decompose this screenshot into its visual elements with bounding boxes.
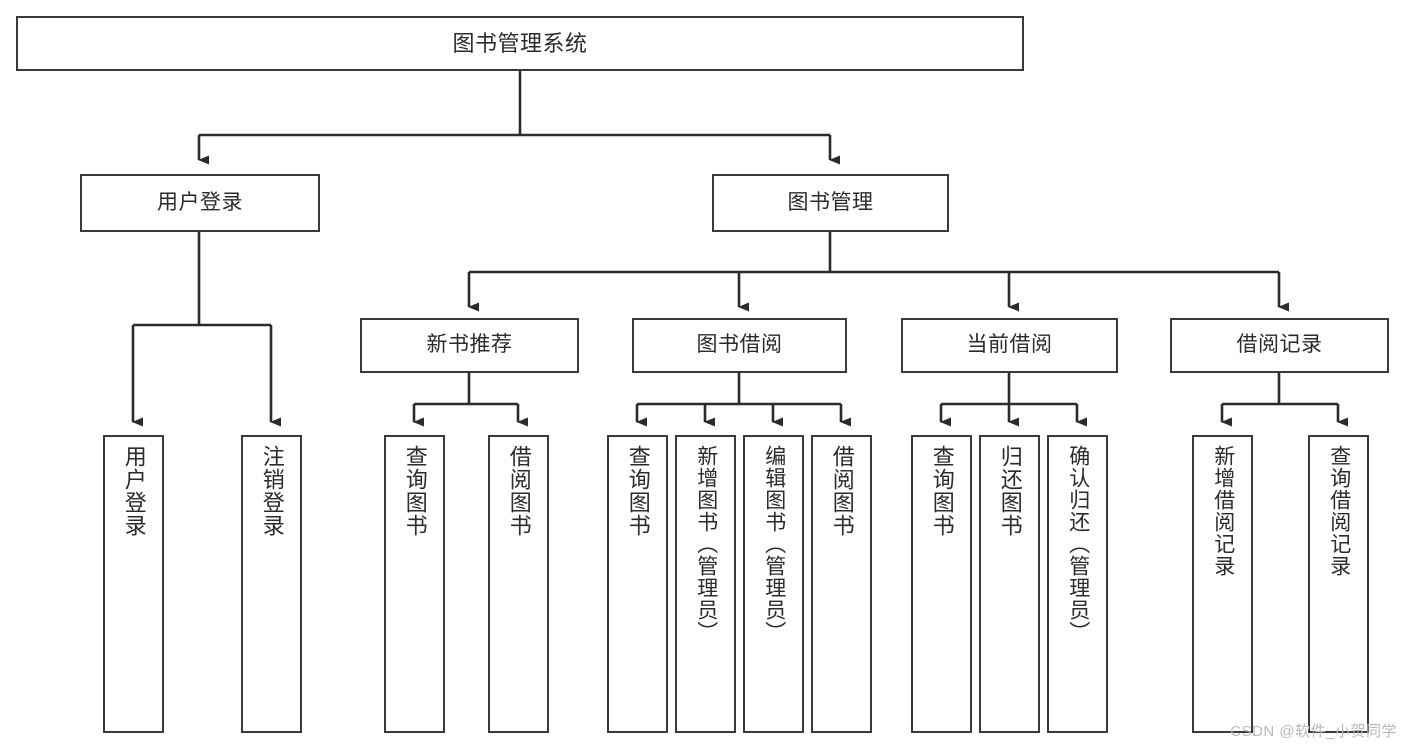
node-label: 图书借阅	[696, 333, 783, 357]
leaf-user-login-logout[interactable]: 注销登录	[241, 435, 302, 733]
node-borrow-record[interactable]: 借阅记录	[1170, 318, 1389, 373]
node-label: 图书管理系统	[452, 30, 588, 56]
node-label: 新增图书（管理员）	[694, 445, 718, 643]
node-book-borrow[interactable]: 图书借阅	[632, 318, 847, 373]
node-label: 确认归还（管理员）	[1066, 445, 1090, 643]
node-root-library-system[interactable]: 图书管理系统	[16, 16, 1024, 71]
node-user-login[interactable]: 用户登录	[80, 174, 320, 232]
node-label: 编辑图书（管理员）	[762, 445, 786, 643]
leaf-borrow-record-query-record[interactable]: 查询借阅记录	[1308, 435, 1369, 733]
leaf-book-borrow-edit-book-admin[interactable]: 编辑图书（管理员）	[743, 435, 804, 733]
leaf-borrow-record-add-record[interactable]: 新增借阅记录	[1192, 435, 1253, 733]
node-current-borrow[interactable]: 当前借阅	[901, 318, 1118, 373]
node-label: 查询图书	[929, 445, 955, 537]
node-label: 借阅记录	[1236, 333, 1323, 357]
leaf-book-borrow-borrow-book[interactable]: 借阅图书	[811, 435, 872, 733]
leaf-current-borrow-query-book[interactable]: 查询图书	[911, 435, 972, 733]
node-label: 图书管理	[787, 190, 874, 214]
node-label: 查询图书	[402, 445, 428, 537]
leaf-new-book-query-book[interactable]: 查询图书	[384, 435, 445, 733]
watermark-text: CSDN @软件_小贺同学	[1230, 723, 1397, 740]
node-label: 借阅图书	[829, 445, 855, 537]
node-label: 归还图书	[997, 445, 1023, 537]
leaf-current-borrow-confirm-return-admin[interactable]: 确认归还（管理员）	[1047, 435, 1108, 733]
node-label: 当前借阅	[966, 333, 1053, 357]
node-label: 用户登录	[157, 190, 243, 214]
node-label: 注销登录	[259, 445, 285, 537]
leaf-user-login-login[interactable]: 用户登录	[103, 435, 164, 733]
leaf-new-book-borrow-book[interactable]: 借阅图书	[488, 435, 549, 733]
node-label: 查询借阅记录	[1327, 445, 1351, 577]
node-new-book-recommend[interactable]: 新书推荐	[360, 318, 579, 373]
node-book-management[interactable]: 图书管理	[712, 174, 949, 232]
leaf-book-borrow-query-book[interactable]: 查询图书	[607, 435, 668, 733]
node-label: 查询图书	[625, 445, 651, 537]
leaf-current-borrow-return-book[interactable]: 归还图书	[979, 435, 1040, 733]
node-label: 借阅图书	[506, 445, 532, 537]
node-label: 新书推荐	[426, 333, 513, 357]
leaf-book-borrow-add-book-admin[interactable]: 新增图书（管理员）	[675, 435, 736, 733]
node-label: 用户登录	[121, 445, 147, 537]
node-label: 新增借阅记录	[1211, 445, 1235, 577]
